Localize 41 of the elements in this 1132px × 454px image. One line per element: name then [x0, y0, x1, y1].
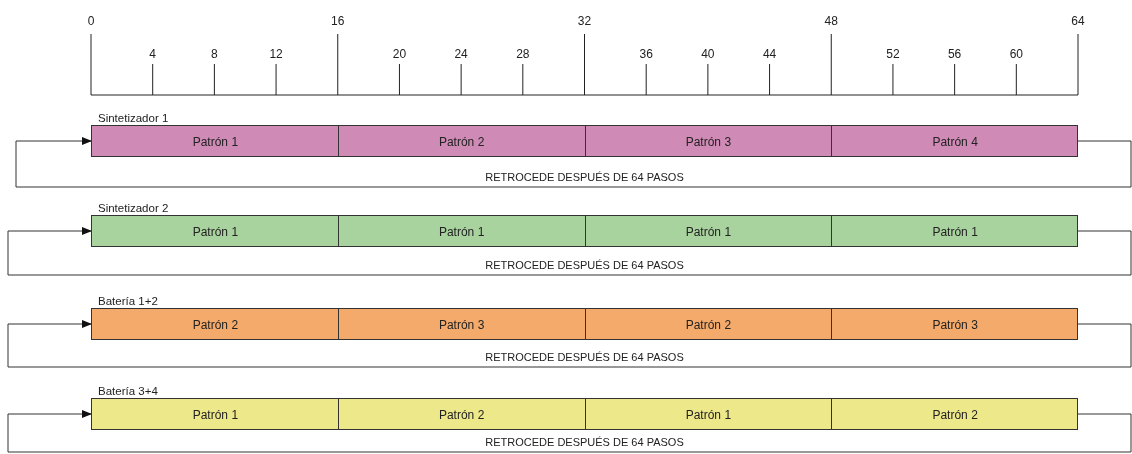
pattern-name: Patrón 3 — [932, 317, 978, 332]
loop-back-arrow — [15, 137, 1132, 188]
pattern-name: Patrón 1 — [438, 224, 485, 239]
pattern-name: Patrón 2 — [438, 407, 485, 422]
pattern-name: Patrón 3 — [438, 317, 485, 332]
tick-label: 16 — [331, 14, 345, 28]
tick-label: 60 — [1009, 47, 1023, 61]
track-name: Sintetizador 2 — [98, 202, 169, 214]
tick-label: 24 — [454, 47, 468, 61]
pattern-name: Patrón 2 — [192, 317, 239, 332]
pattern-name: Patrón 2 — [438, 134, 485, 149]
tick-label: 28 — [516, 47, 530, 61]
pattern-name: Patrón 1 — [192, 134, 239, 149]
tick-label: 12 — [269, 47, 283, 61]
tick-label: 48 — [824, 14, 838, 28]
tick-label: 40 — [701, 47, 715, 61]
pattern-name: Patrón 1 — [685, 224, 732, 239]
pattern-name: Patrón 3 — [685, 134, 732, 149]
tick-label: 20 — [392, 47, 407, 61]
track-name: Sintetizador 1 — [98, 112, 169, 124]
tick-label: 44 — [762, 47, 777, 61]
loop-back-arrow — [7, 410, 1132, 453]
tick-label: 52 — [886, 47, 900, 61]
track-name: Batería 1+2 — [98, 295, 158, 307]
tick-label: 56 — [947, 47, 962, 61]
pattern-name: Patrón 2 — [685, 317, 732, 332]
tick-label: 0 — [87, 14, 95, 28]
track-name: Batería 3+4 — [98, 385, 158, 397]
tick-label: 8 — [211, 47, 218, 61]
tick-label: 4 — [149, 47, 157, 61]
tick-label: 32 — [577, 14, 592, 28]
pattern-name: Patrón 1 — [192, 407, 239, 422]
pattern-name: Patrón 1 — [932, 224, 978, 239]
pattern-name: Patrón 4 — [932, 134, 978, 149]
tick-label: 36 — [639, 47, 653, 61]
pattern-name: Patrón 1 — [685, 407, 732, 422]
tick-label: 64 — [1071, 14, 1085, 28]
pattern-name: Patrón 2 — [932, 407, 978, 422]
loop-back-arrow — [7, 227, 1132, 276]
pattern-name: Patrón 1 — [192, 224, 239, 239]
loop-back-arrow — [7, 320, 1132, 368]
